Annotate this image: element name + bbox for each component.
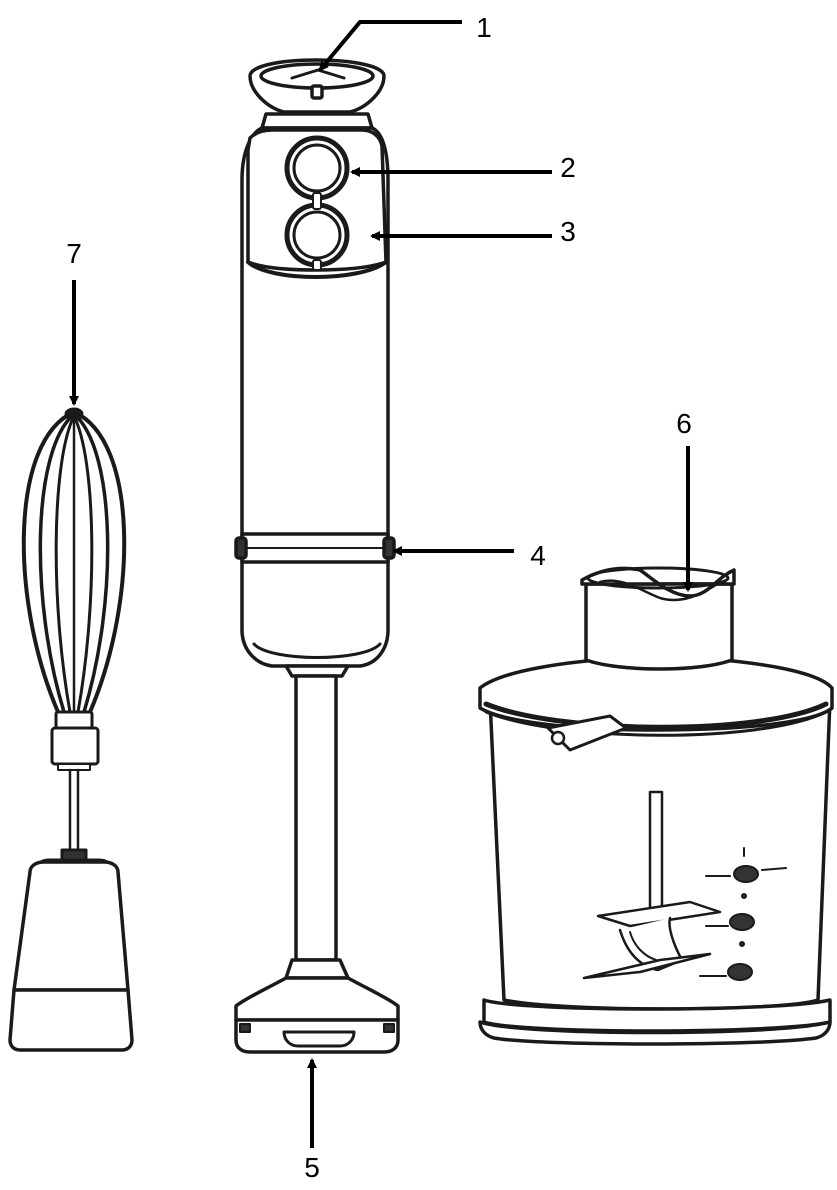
callout-label-4: 4 (530, 540, 546, 571)
callout-label-5: 5 (304, 1152, 320, 1183)
callout-label-7: 7 (66, 238, 82, 269)
callout-arrows (69, 20, 693, 1148)
hand-blender-body (234, 58, 400, 1054)
callout-label-6: 6 (676, 408, 692, 439)
whisk-attachment (8, 407, 134, 1052)
chopper-bowl (478, 566, 834, 1046)
arrow-1 (318, 20, 462, 72)
callout-label-3: 3 (560, 216, 576, 247)
callout-label-2: 2 (560, 152, 576, 183)
callout-label-1: 1 (476, 12, 492, 43)
